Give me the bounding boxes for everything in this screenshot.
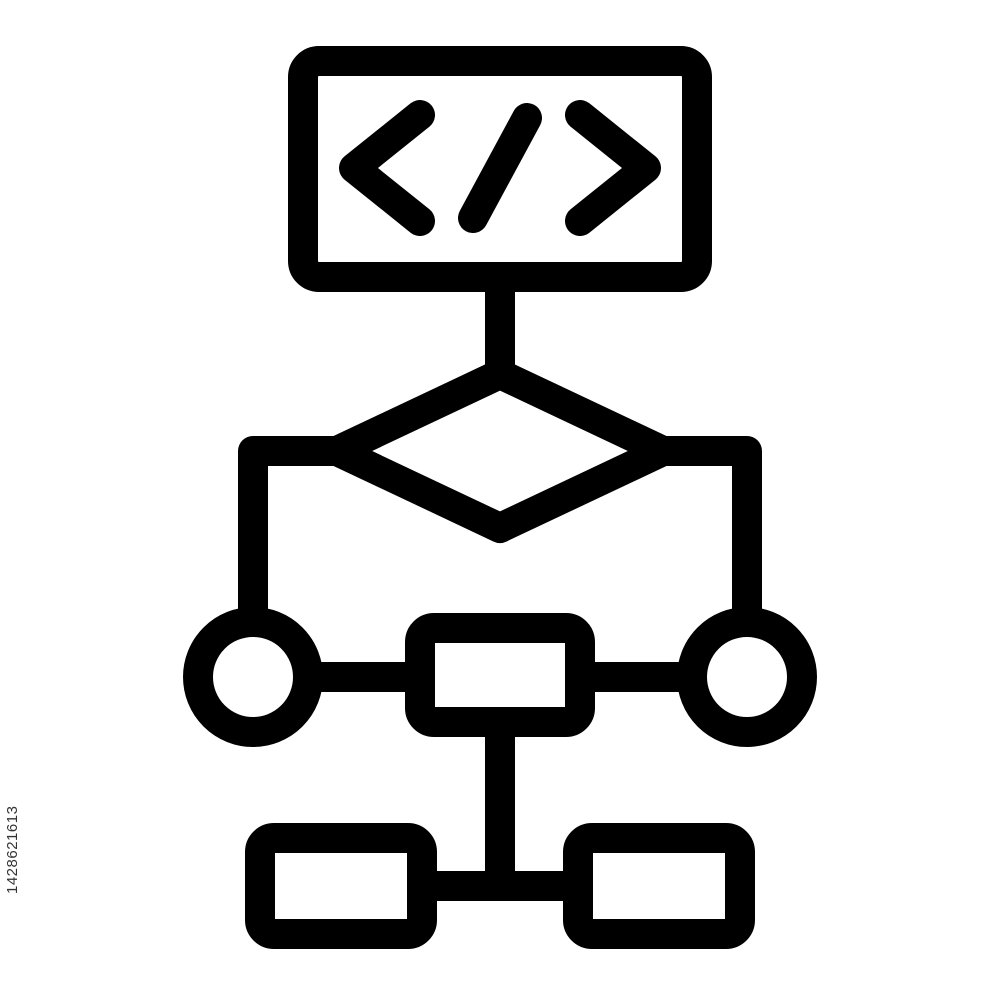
code-right-chevron-icon: [565, 100, 661, 236]
code-left-chevron-icon: [339, 100, 435, 236]
connector-left-branch: [238, 436, 352, 635]
left-terminal-circle: [183, 607, 323, 747]
bottom-left-box: [245, 823, 437, 949]
right-terminal-circle: [677, 607, 817, 747]
bottom-right-box: [563, 823, 755, 949]
connector-right-branch: [648, 436, 762, 635]
decision-diamond: [322, 359, 678, 543]
stock-id-label: 1428621613: [4, 805, 21, 895]
code-slash-icon: [458, 103, 542, 233]
